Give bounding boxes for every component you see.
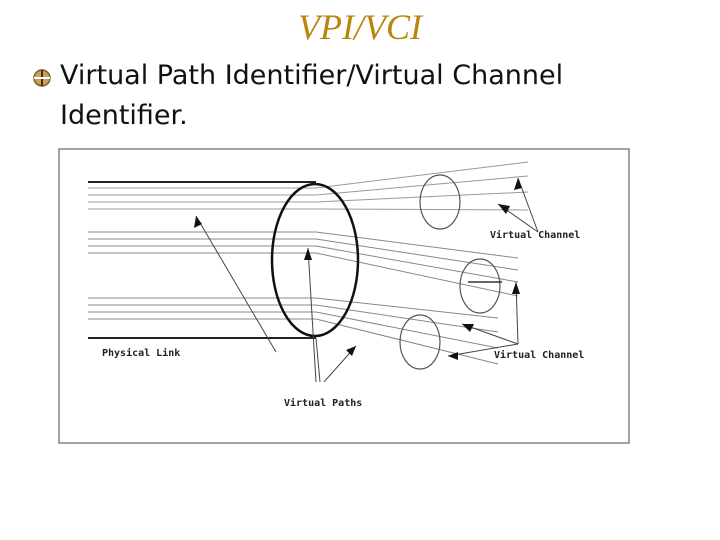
bullet-text: Virtual Path Identifier/Virtual Channel … <box>60 60 564 131</box>
label-virtual-paths: Virtual Paths <box>284 397 362 409</box>
label-virtual-channel-bottom: Virtual Channel <box>494 349 584 361</box>
vpi-vci-diagram: Physical Link Virtual Paths Virtual Chan… <box>58 148 630 444</box>
bullet-icon <box>33 69 51 87</box>
label-physical-link: Physical Link <box>102 347 180 359</box>
label-virtual-channel-top: Virtual Channel <box>490 229 580 241</box>
slide-title: VPI/VCI <box>298 7 422 47</box>
